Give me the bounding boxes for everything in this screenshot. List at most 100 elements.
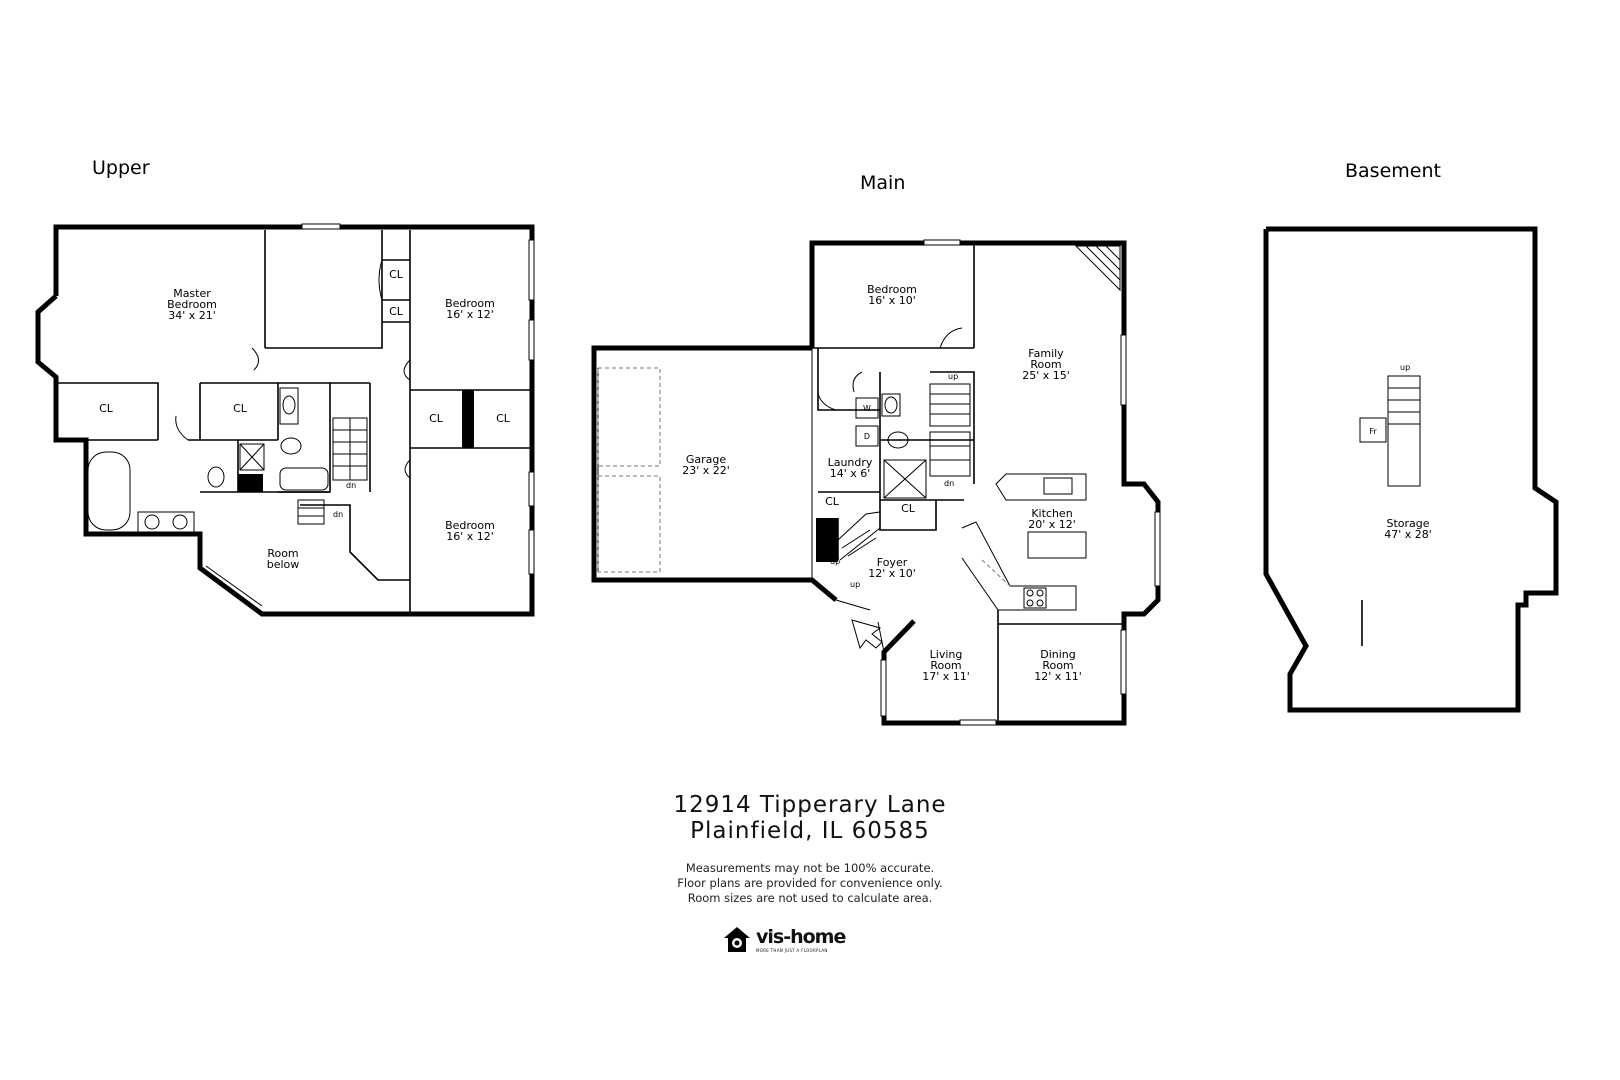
closet-label: CL: [389, 268, 404, 281]
room-size: 16' x 12': [446, 530, 494, 543]
house-camera-icon: [724, 927, 750, 952]
stairs-icon: [837, 383, 971, 561]
furnace-label: Fr: [1369, 427, 1377, 436]
cooktop-icon: [1023, 587, 1047, 609]
dryer-icon: [855, 425, 879, 447]
closet-label: CL: [389, 305, 404, 318]
room-name: below: [267, 558, 300, 571]
stair-up-label: up: [948, 372, 958, 381]
closet-label: CL: [233, 402, 248, 415]
stairs-icon: [297, 417, 368, 525]
stairs-icon: [1387, 375, 1421, 487]
room-name: Foyer: [877, 556, 908, 569]
room-name: Room: [267, 547, 298, 560]
sink-icon: [279, 387, 299, 425]
stair-up-label: up: [830, 557, 840, 566]
main-floor-title: Main: [860, 172, 905, 194]
sink-icon: [1043, 477, 1073, 495]
room-name: Storage: [1386, 517, 1429, 530]
window: [1120, 334, 1127, 406]
room-size: 16' x 12': [446, 308, 494, 321]
disclaimer-line: Measurements may not be 100% accurate.: [685, 861, 935, 875]
room-name: Bedroom: [445, 519, 495, 532]
stair-down-label: dn: [333, 510, 343, 519]
room-name: Laundry: [828, 456, 873, 469]
room-size: 20' x 12': [1028, 518, 1076, 531]
brand-logo: vis-home MORE THAN JUST A FLOORPLAN: [722, 924, 846, 954]
stair-up-label: up: [1400, 363, 1410, 372]
room-name: Bedroom: [167, 298, 217, 311]
washer-icon: [855, 397, 879, 419]
disclaimer-line: Floor plans are provided for convenience…: [677, 876, 943, 890]
upper-floor-title: Upper: [92, 157, 150, 179]
garage-door: [597, 367, 661, 467]
closet-label: CL: [429, 412, 444, 425]
disclaimer-line: Room sizes are not used to calculate are…: [687, 891, 933, 905]
room-name: Kitchen: [1031, 507, 1072, 520]
address-line-1: 12914 Tipperary Lane: [673, 792, 947, 818]
window: [528, 239, 535, 301]
basement-floor-title: Basement: [1345, 160, 1441, 182]
room-size: 25' x 15': [1022, 369, 1070, 382]
kitchen-island: [1027, 531, 1087, 559]
window: [528, 529, 535, 575]
room-name: Dining: [1040, 648, 1076, 661]
room-name: Room: [930, 659, 961, 672]
stair-down-label: dn: [944, 479, 954, 488]
shower-icon: [883, 459, 927, 499]
room-name: Bedroom: [867, 283, 917, 296]
brand-tagline: MORE THAN JUST A FLOORPLAN: [756, 947, 828, 953]
toilet-icon: [207, 466, 225, 488]
room-name: Room: [1042, 659, 1073, 672]
room-name: Garage: [686, 453, 727, 466]
closet-label: CL: [901, 502, 916, 515]
garage-door: [597, 475, 661, 573]
toilet-icon: [280, 437, 302, 455]
address-block: 12914 Tipperary Lane Plainfield, IL 6058…: [0, 792, 1620, 844]
room-name: Living: [930, 648, 963, 661]
fireplace-icon: [1074, 245, 1121, 292]
sink-icon: [881, 393, 901, 417]
room-name: Family: [1028, 347, 1064, 360]
kitchen-counter: [995, 473, 1087, 501]
address-line-2: Plainfield, IL 60585: [690, 818, 930, 844]
room-size: 12' x 10': [868, 567, 916, 580]
room-size: 34' x 21': [168, 309, 216, 322]
window: [880, 659, 887, 717]
room-size: 23' x 22': [682, 464, 730, 477]
basement-floor: Basement up Fr Storage 47' x 28': [1263, 160, 1559, 713]
room-size: 14' x 6': [830, 467, 871, 480]
stair-down-label: dn: [346, 481, 356, 490]
closet-label: CL: [825, 495, 840, 508]
double-vanity-icon: [137, 511, 195, 533]
window: [1120, 629, 1127, 695]
disclaimer-block: Measurements may not be 100% accurate. F…: [0, 861, 1620, 906]
main-exterior-wall: [809, 240, 1161, 726]
main-floor: Main W D: [591, 172, 1161, 726]
window: [528, 471, 535, 507]
basement-exterior-wall: [1263, 226, 1559, 713]
closet-label: CL: [99, 402, 114, 415]
room-name: Master: [173, 287, 211, 300]
dryer-label: D: [864, 432, 870, 441]
closet-label: CL: [496, 412, 511, 425]
bathtub-icon: [87, 451, 131, 531]
washer-label: W: [863, 404, 871, 413]
window: [1154, 511, 1161, 587]
window: [959, 719, 997, 726]
stair-up-label: up: [850, 580, 860, 589]
bathtub-icon: [279, 467, 329, 491]
furnace-icon: [1359, 417, 1387, 443]
room-size: 16' x 10': [868, 294, 916, 307]
upper-floor: Upper: [35, 157, 535, 617]
entry-arrow-icon: [851, 619, 883, 650]
toilet-icon: [887, 431, 909, 449]
room-size: 47' x 28': [1384, 528, 1432, 541]
shower-icon: [239, 443, 265, 471]
window: [301, 223, 341, 230]
room-name: Room: [1030, 358, 1061, 371]
window: [923, 239, 961, 246]
room-name: Bedroom: [445, 297, 495, 310]
room-size: 17' x 11': [922, 670, 970, 683]
